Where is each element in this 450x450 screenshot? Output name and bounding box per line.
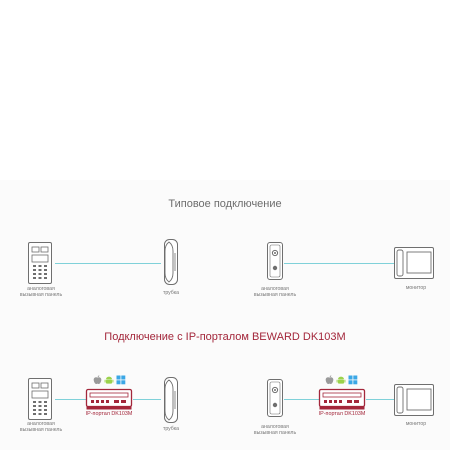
wire-panel-to-monitor (284, 263, 396, 264)
windows-icon-2 (348, 375, 358, 385)
keypad-call-panel-icon-2 (28, 378, 52, 420)
ip-connection-title: Подключение с IP-порталом BEWARD DK103M (104, 331, 346, 343)
ip-portal-caption-2: IP-портал DK103M (318, 411, 366, 417)
camera-call-panel-icon (267, 242, 283, 280)
apple-icon (93, 375, 102, 385)
keypad-call-panel-icon (28, 242, 52, 284)
typical-connection-title: Типовое подключение (168, 198, 282, 210)
ip-portal-icon (85, 388, 133, 413)
wire-panel-to-handset (55, 263, 161, 264)
handset-icon-2 (161, 377, 181, 423)
windows-icon (116, 375, 126, 385)
diagram-band (0, 180, 450, 450)
handset-caption: трубка (162, 290, 180, 296)
wire-portal-to-monitor (366, 399, 396, 400)
apple-icon-2 (325, 375, 334, 385)
handset-icon (161, 239, 181, 285)
android-icon-2 (336, 375, 346, 385)
wire-panel-to-portal-2 (284, 399, 320, 400)
monitor-caption-2: монитор (405, 421, 427, 427)
ip-portal-caption: IP-портал DK103M (85, 411, 133, 417)
monitor-icon-2 (394, 384, 434, 416)
wire-portal-to-handset (133, 399, 161, 400)
handset-caption-2: трубка (162, 426, 180, 432)
android-icon (104, 375, 114, 385)
camera-call-panel-icon-2 (267, 379, 283, 417)
wire-panel-to-portal (55, 399, 88, 400)
ip-portal-icon-2 (318, 388, 366, 413)
monitor-caption: монитор (405, 285, 427, 291)
monitor-icon (394, 247, 434, 279)
